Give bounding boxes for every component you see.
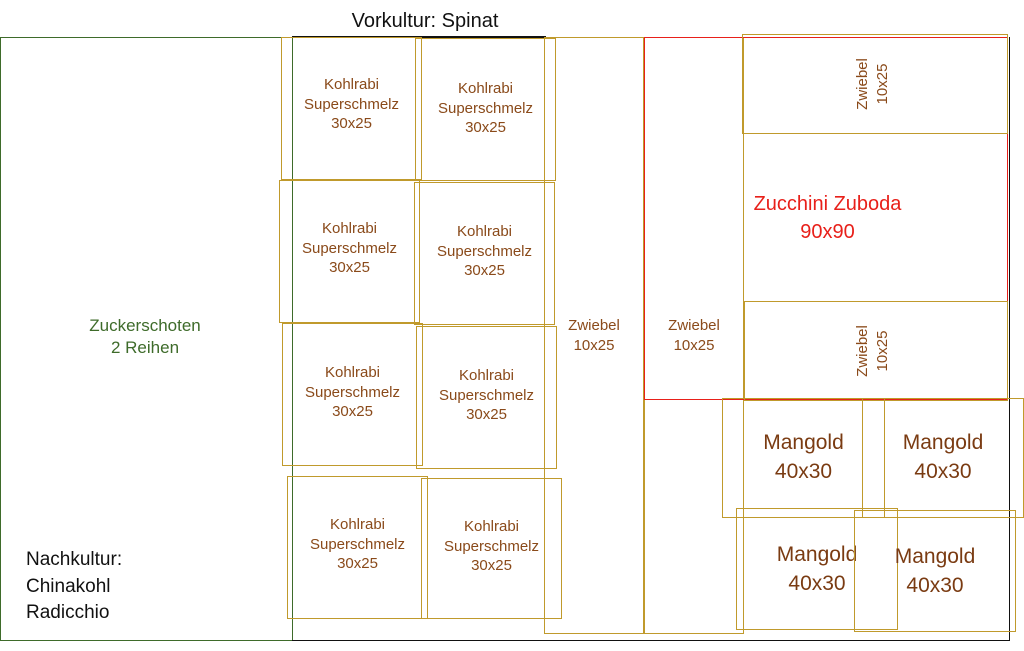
mangold-label: Mangold 40x30	[736, 540, 898, 599]
kohlrabi-name: Kohlrabi	[324, 364, 381, 381]
zwiebel-name: Zwiebel	[854, 325, 871, 377]
kohlrabi-name: Kohlrabi	[323, 76, 380, 93]
zwiebel-spacing: 10x25	[873, 63, 891, 105]
kohlrabi-variety: Superschmelz	[309, 535, 406, 553]
kohlrabi-label: Kohlrabi Superschmelz 30x25	[279, 219, 420, 278]
mangold-box	[736, 508, 898, 630]
kohlrabi-spacing: 30x25	[464, 262, 505, 279]
kohlrabi-variety: Superschmelz	[443, 537, 540, 555]
zwiebel-column	[544, 37, 644, 634]
kohlrabi-box	[287, 476, 428, 619]
mangold-spacing: 40x30	[906, 574, 964, 598]
zwiebel-spacing: 10x25	[573, 336, 615, 354]
kohlrabi-box	[282, 323, 423, 466]
mangold-name: Mangold	[902, 431, 984, 454]
zwiebel-box	[744, 301, 1008, 401]
kohlrabi-spacing: 30x25	[337, 555, 378, 572]
kohlrabi-spacing: 30x25	[471, 557, 512, 574]
zwiebel-name: Zwiebel	[568, 317, 620, 334]
nachkultur-label: Nachkultur: Chinakohl Radicchio	[26, 547, 122, 627]
kohlrabi-label: Kohlrabi Superschmelz 30x25	[421, 517, 562, 576]
kohlrabi-box	[416, 326, 557, 469]
kohlrabi-name: Kohlrabi	[456, 223, 513, 240]
mangold-spacing: 40x30	[788, 572, 846, 596]
zucchini-spacing: 90x90	[800, 221, 855, 243]
zwiebel-label: Zwiebel 10x25	[544, 316, 644, 355]
mangold-name: Mangold	[763, 431, 844, 454]
kohlrabi-box	[414, 182, 555, 325]
kohlrabi-name: Kohlrabi	[458, 367, 515, 384]
mangold-label: Mangold 40x30	[722, 428, 885, 487]
kohlrabi-variety: Superschmelz	[438, 386, 535, 404]
zucchini-label: Zucchini Zuboda 90x90	[740, 190, 915, 246]
mangold-spacing: 40x30	[914, 460, 972, 484]
zuckerschoten-rows: 2 Reihen	[110, 338, 180, 358]
mangold-box	[722, 398, 885, 518]
kohlrabi-box	[281, 37, 422, 180]
zwiebel-box	[742, 34, 1008, 134]
kohlrabi-box	[421, 478, 562, 619]
kohlrabi-variety: Superschmelz	[304, 383, 401, 401]
kohlrabi-name: Kohlrabi	[329, 516, 386, 533]
nachkultur-item: Chinakohl	[26, 575, 111, 597]
kohlrabi-label: Kohlrabi Superschmelz 30x25	[287, 515, 428, 574]
mangold-box	[854, 510, 1016, 632]
mangold-spacing: 40x30	[774, 460, 833, 484]
kohlrabi-variety: Superschmelz	[301, 239, 398, 257]
kohlrabi-label: Kohlrabi Superschmelz 30x25	[415, 79, 556, 138]
kohlrabi-box	[415, 38, 556, 181]
kohlrabi-box	[279, 180, 420, 323]
kohlrabi-variety: Superschmelz	[436, 242, 533, 260]
kohlrabi-variety: Superschmelz	[437, 99, 534, 117]
kohlrabi-spacing: 30x25	[331, 115, 372, 132]
kohlrabi-name: Kohlrabi	[457, 80, 514, 97]
zuckerschoten-bed	[0, 37, 293, 641]
main-bed-outline	[292, 37, 1010, 641]
kohlrabi-label: Kohlrabi Superschmelz 30x25	[281, 75, 422, 134]
kohlrabi-name: Kohlrabi	[321, 220, 378, 237]
zuckerschoten-name: Zuckerschoten	[89, 316, 201, 335]
nachkultur-heading: Nachkultur:	[26, 549, 123, 570]
mangold-label: Mangold 40x30	[854, 542, 1016, 601]
mangold-name: Mangold	[894, 545, 976, 568]
nachkultur-item: Radicchio	[26, 602, 110, 624]
zucchini-name: Zucchini Zuboda	[753, 193, 902, 215]
zwiebel-name: Zwiebel	[854, 58, 871, 110]
zwiebel-label-vertical: Zwiebel 10x25	[853, 44, 897, 124]
kohlrabi-spacing: 30x25	[329, 259, 370, 276]
zwiebel-name: Zwiebel	[668, 317, 720, 334]
zwiebel-label: Zwiebel 10x25	[644, 316, 744, 355]
mangold-name: Mangold	[776, 543, 858, 566]
kohlrabi-spacing: 30x25	[466, 406, 507, 423]
zucchini-bed	[644, 37, 1008, 400]
kohlrabi-label: Kohlrabi Superschmelz 30x25	[282, 363, 423, 422]
mangold-label: Mangold 40x30	[862, 428, 1024, 487]
kohlrabi-variety: Superschmelz	[303, 95, 400, 113]
page-title: Vorkultur: Spinat	[351, 10, 499, 32]
zuckerschoten-label: Zuckerschoten 2 Reihen	[40, 315, 250, 359]
kohlrabi-label: Kohlrabi Superschmelz 30x25	[416, 366, 557, 425]
kohlrabi-label: Kohlrabi Superschmelz 30x25	[414, 222, 555, 281]
kohlrabi-name: Kohlrabi	[463, 518, 520, 535]
zwiebel-spacing: 10x25	[673, 336, 715, 354]
zwiebel-spacing: 10x25	[873, 330, 891, 372]
zwiebel-label-vertical: Zwiebel 10x25	[853, 311, 897, 391]
kohlrabi-spacing: 30x25	[332, 403, 373, 420]
kohlrabi-spacing: 30x25	[465, 119, 506, 136]
